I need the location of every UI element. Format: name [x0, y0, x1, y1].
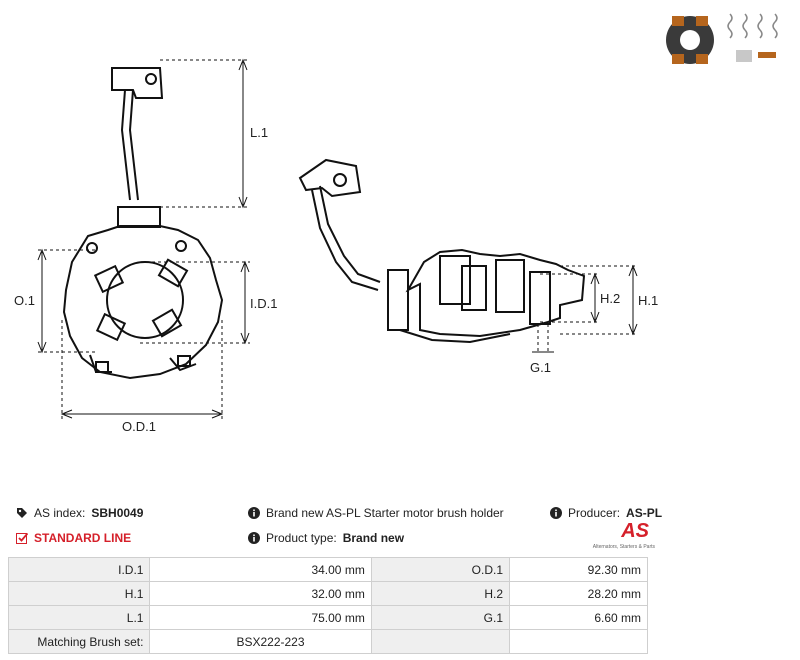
tag-icon — [17, 508, 27, 518]
front-inner-ring — [106, 261, 184, 339]
label-h1: H.1 — [638, 293, 658, 308]
empty-cell — [509, 629, 648, 654]
spec-value: 6.60 mm — [509, 605, 648, 630]
front-clip-2 — [177, 355, 191, 367]
brush-set-value: BSX222-223 — [149, 629, 372, 654]
description-text: Brand new AS-PL Starter motor brush hold… — [266, 506, 504, 520]
spec-value: 32.00 mm — [149, 581, 372, 606]
as-index-label: AS index: — [34, 506, 86, 520]
as-index: AS index: SBH0049 — [16, 506, 143, 520]
product-type-label: Product type: — [266, 531, 337, 545]
label-id1: I.D.1 — [250, 296, 277, 311]
front-pocket-3 — [95, 312, 127, 342]
standard-line-text: STANDARD LINE — [34, 531, 132, 545]
spec-label: H.2 — [370, 581, 511, 606]
brush-set-label: Matching Brush set: — [7, 629, 151, 654]
info-icon — [248, 532, 260, 544]
side-terminal-hole — [333, 173, 347, 187]
info-icon — [550, 507, 562, 519]
spec-label: L.1 — [7, 605, 151, 630]
front-terminal — [111, 67, 164, 99]
label-od1: O.D.1 — [122, 419, 156, 434]
spec-label: O.D.1 — [370, 557, 511, 582]
empty-cell — [370, 629, 511, 654]
side-brush-3 — [495, 259, 525, 313]
front-rivet-left — [86, 242, 98, 254]
standard-line: STANDARD LINE — [16, 531, 131, 545]
label-o1: O.1 — [14, 293, 35, 308]
spec-label: H.1 — [7, 581, 151, 606]
spec-label: G.1 — [370, 605, 511, 630]
producer-label: Producer: — [568, 506, 621, 520]
product-thumbnail[interactable] — [660, 6, 796, 68]
as-logo: AS Alternators, Starters & Parts — [585, 520, 655, 556]
front-lead-wire — [120, 89, 139, 201]
table-row: H.1 32.00 mm H.2 28.20 mm — [7, 581, 648, 606]
product-type-value: Brand new — [342, 531, 405, 545]
logo-mark: AS — [621, 520, 649, 542]
front-terminal-hole — [145, 73, 157, 85]
side-spring — [399, 329, 511, 344]
side-brush-4 — [529, 271, 551, 325]
side-brush-2 — [461, 265, 487, 311]
spec-value: 75.00 mm — [149, 605, 372, 630]
front-tabs — [89, 354, 197, 373]
side-lead-wire — [311, 185, 381, 291]
side-brush-1 — [439, 255, 471, 305]
front-pocket-2 — [157, 258, 189, 288]
description: Brand new AS-PL Starter motor brush hold… — [248, 506, 504, 520]
side-block — [387, 269, 409, 331]
front-body — [62, 225, 224, 380]
table-row: L.1 75.00 mm G.1 6.60 mm — [7, 605, 648, 630]
side-base — [405, 248, 586, 338]
specs-table: I.D.1 34.00 mm O.D.1 92.30 mm H.1 32.00 … — [7, 557, 648, 654]
producer: Producer: AS-PL — [550, 506, 662, 520]
producer-value: AS-PL — [626, 506, 663, 520]
label-l1: L.1 — [250, 125, 268, 140]
as-index-value: SBH0049 — [91, 506, 144, 520]
side-terminal — [298, 158, 362, 198]
front-rivet-right — [175, 240, 187, 252]
spec-value: 92.30 mm — [509, 557, 648, 582]
checkbox-icon — [16, 532, 28, 544]
product-type: Product type: Brand new — [248, 531, 404, 545]
front-pocket-1 — [93, 264, 125, 294]
technical-drawing: L.1 O.1 I.D.1 O.D.1 H.2 H.1 G.1 — [14, 6, 796, 434]
spec-value: 34.00 mm — [149, 557, 372, 582]
table-row: I.D.1 34.00 mm O.D.1 92.30 mm — [7, 557, 648, 582]
spec-value: 28.20 mm — [509, 581, 648, 606]
front-clip-1 — [95, 361, 109, 373]
logo-tagline: Alternators, Starters & Parts — [592, 544, 655, 550]
label-h2: H.2 — [600, 291, 620, 306]
info-icon — [248, 507, 260, 519]
table-row: Matching Brush set: BSX222-223 — [7, 629, 648, 654]
front-lead-block — [117, 206, 161, 228]
spec-label: I.D.1 — [7, 557, 151, 582]
label-g1: G.1 — [530, 360, 551, 375]
front-pocket-4 — [151, 308, 183, 338]
